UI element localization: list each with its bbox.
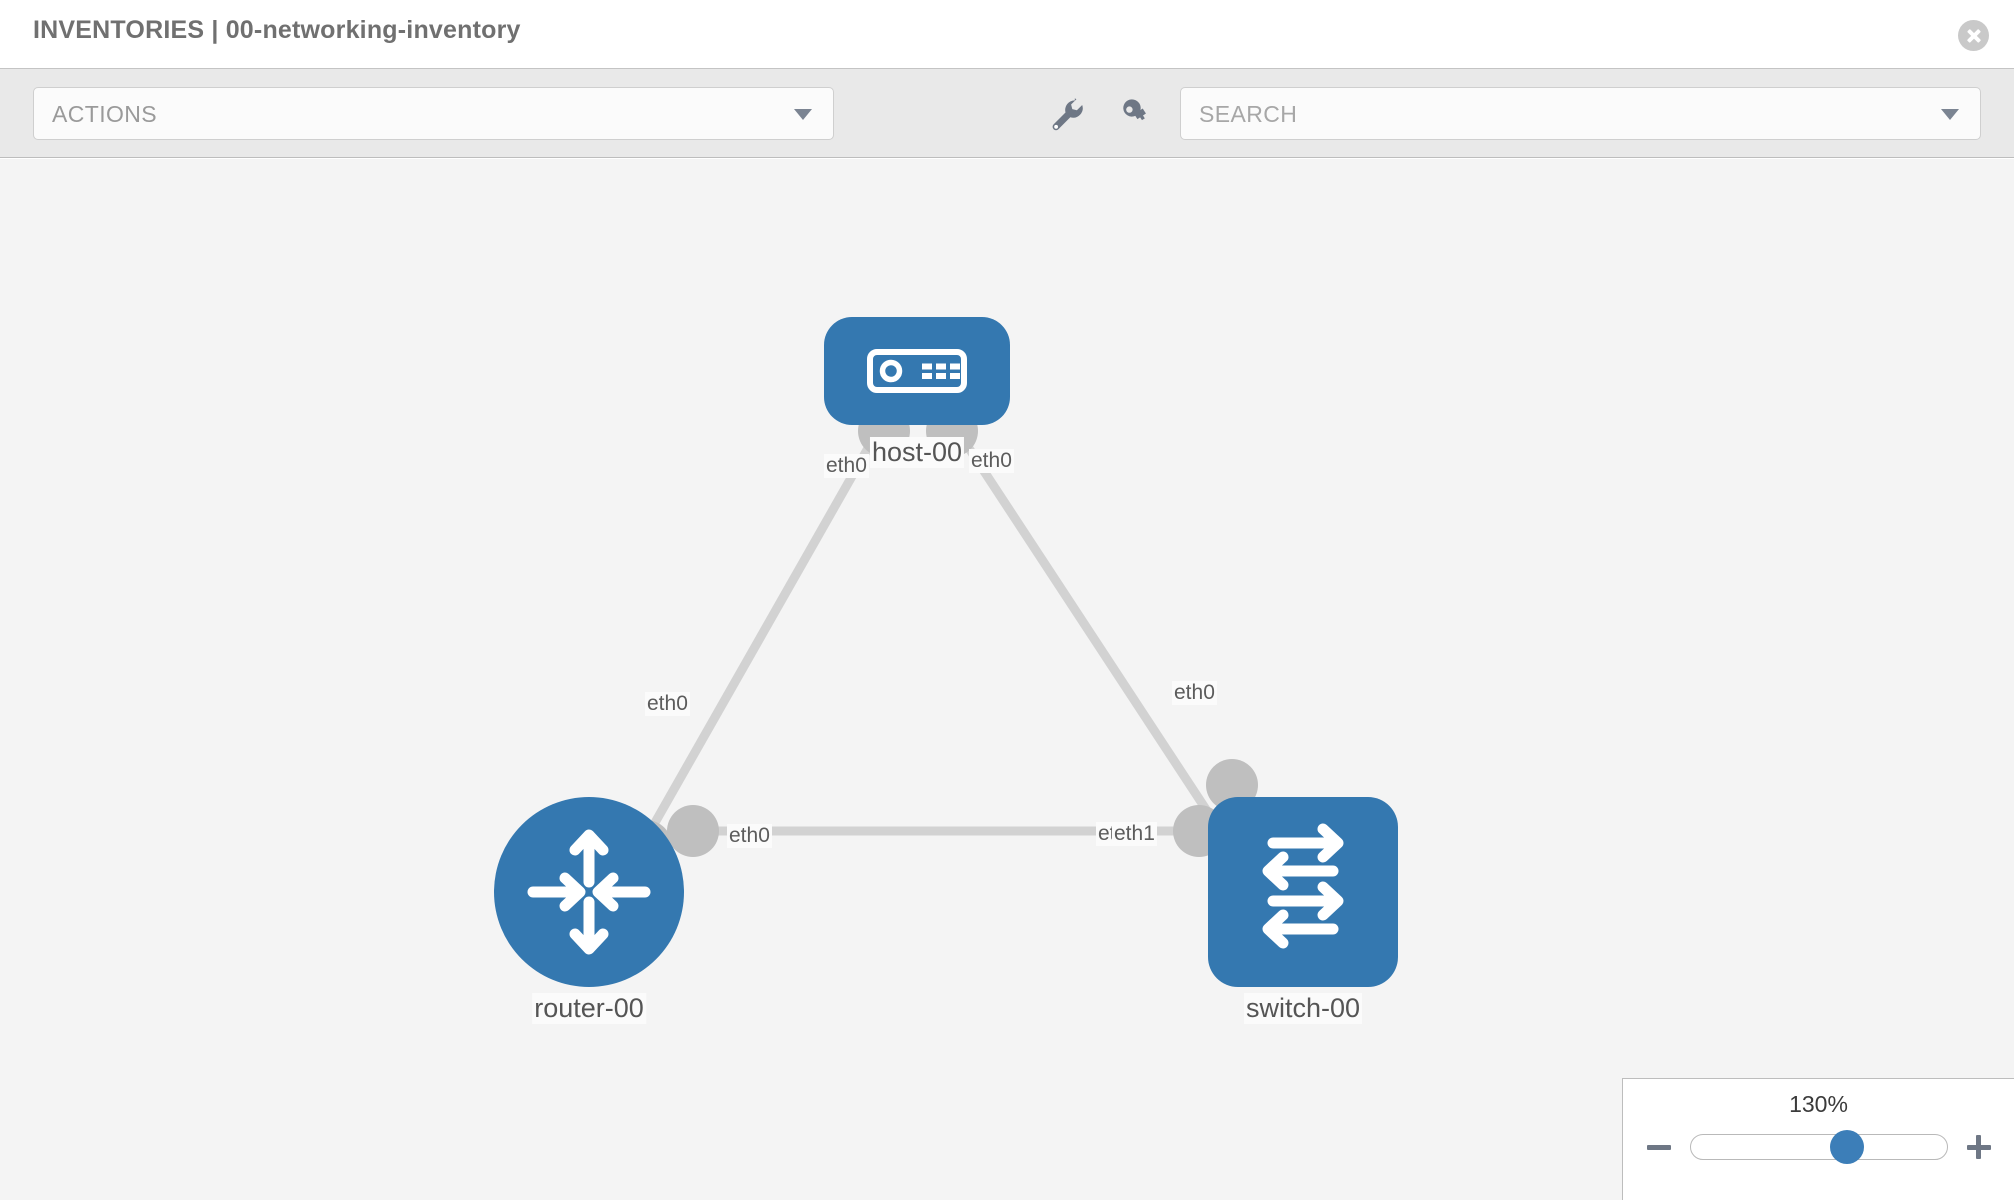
- plus-icon[interactable]: [1964, 1132, 1994, 1162]
- chevron-down-icon: [794, 109, 812, 120]
- search-input[interactable]: SEARCH: [1180, 87, 1981, 140]
- connector-router00-right[interactable]: [667, 805, 719, 857]
- page-header: INVENTORIES | 00-networking-inventory: [0, 0, 2014, 68]
- link-host00-router00[interactable]: [636, 424, 884, 852]
- iface-label-host00-to-router00: eth0: [824, 454, 869, 478]
- node-label-switch-00: switch-00: [1243, 993, 1363, 1024]
- topology-graph: [494, 317, 1398, 987]
- node-router-00[interactable]: [494, 797, 684, 987]
- iface-label-router00-to-host00: eth0: [645, 692, 690, 716]
- actions-dropdown-label: ACTIONS: [52, 101, 158, 127]
- node-switch-00[interactable]: [1208, 797, 1398, 987]
- key-icon[interactable]: [1117, 97, 1153, 133]
- minus-icon[interactable]: [1644, 1132, 1674, 1162]
- zoom-slider-row: [1623, 1127, 2014, 1167]
- wrench-icon[interactable]: [1049, 97, 1085, 133]
- close-icon[interactable]: [1958, 20, 1989, 51]
- chevron-down-icon: [1941, 109, 1959, 120]
- node-label-host-00: host-00: [869, 437, 965, 468]
- zoom-slider-track[interactable]: [1689, 1130, 1948, 1164]
- connector-layer: [620, 405, 1258, 872]
- iface-label-switch00-to-host00: eth0: [1172, 681, 1217, 705]
- toolbar: ACTIONS SEARCH: [0, 68, 2014, 158]
- zoom-slider-thumb[interactable]: [1829, 1130, 1864, 1164]
- actions-dropdown[interactable]: ACTIONS: [33, 87, 834, 140]
- node-host-00[interactable]: [824, 317, 1010, 425]
- zoom-control-panel: 130%: [1622, 1078, 2014, 1200]
- zoom-level-value: 130%: [1789, 1091, 1848, 1117]
- iface-label-host00-to-switch00: eth0: [969, 449, 1014, 473]
- topology-canvas[interactable]: host-00 router-00 switch-00 eth0 eth0 et…: [0, 159, 2014, 1200]
- iface-label-switch00-to-router00: eth1: [1112, 822, 1157, 846]
- search-placeholder: SEARCH: [1199, 101, 1298, 127]
- iface-label-router00-to-switch00: eth0: [727, 824, 772, 848]
- node-label-router-00: router-00: [532, 993, 646, 1024]
- link-host00-switch00[interactable]: [951, 424, 1236, 852]
- link-layer: [636, 424, 1236, 852]
- page-title: INVENTORIES | 00-networking-inventory: [33, 16, 521, 44]
